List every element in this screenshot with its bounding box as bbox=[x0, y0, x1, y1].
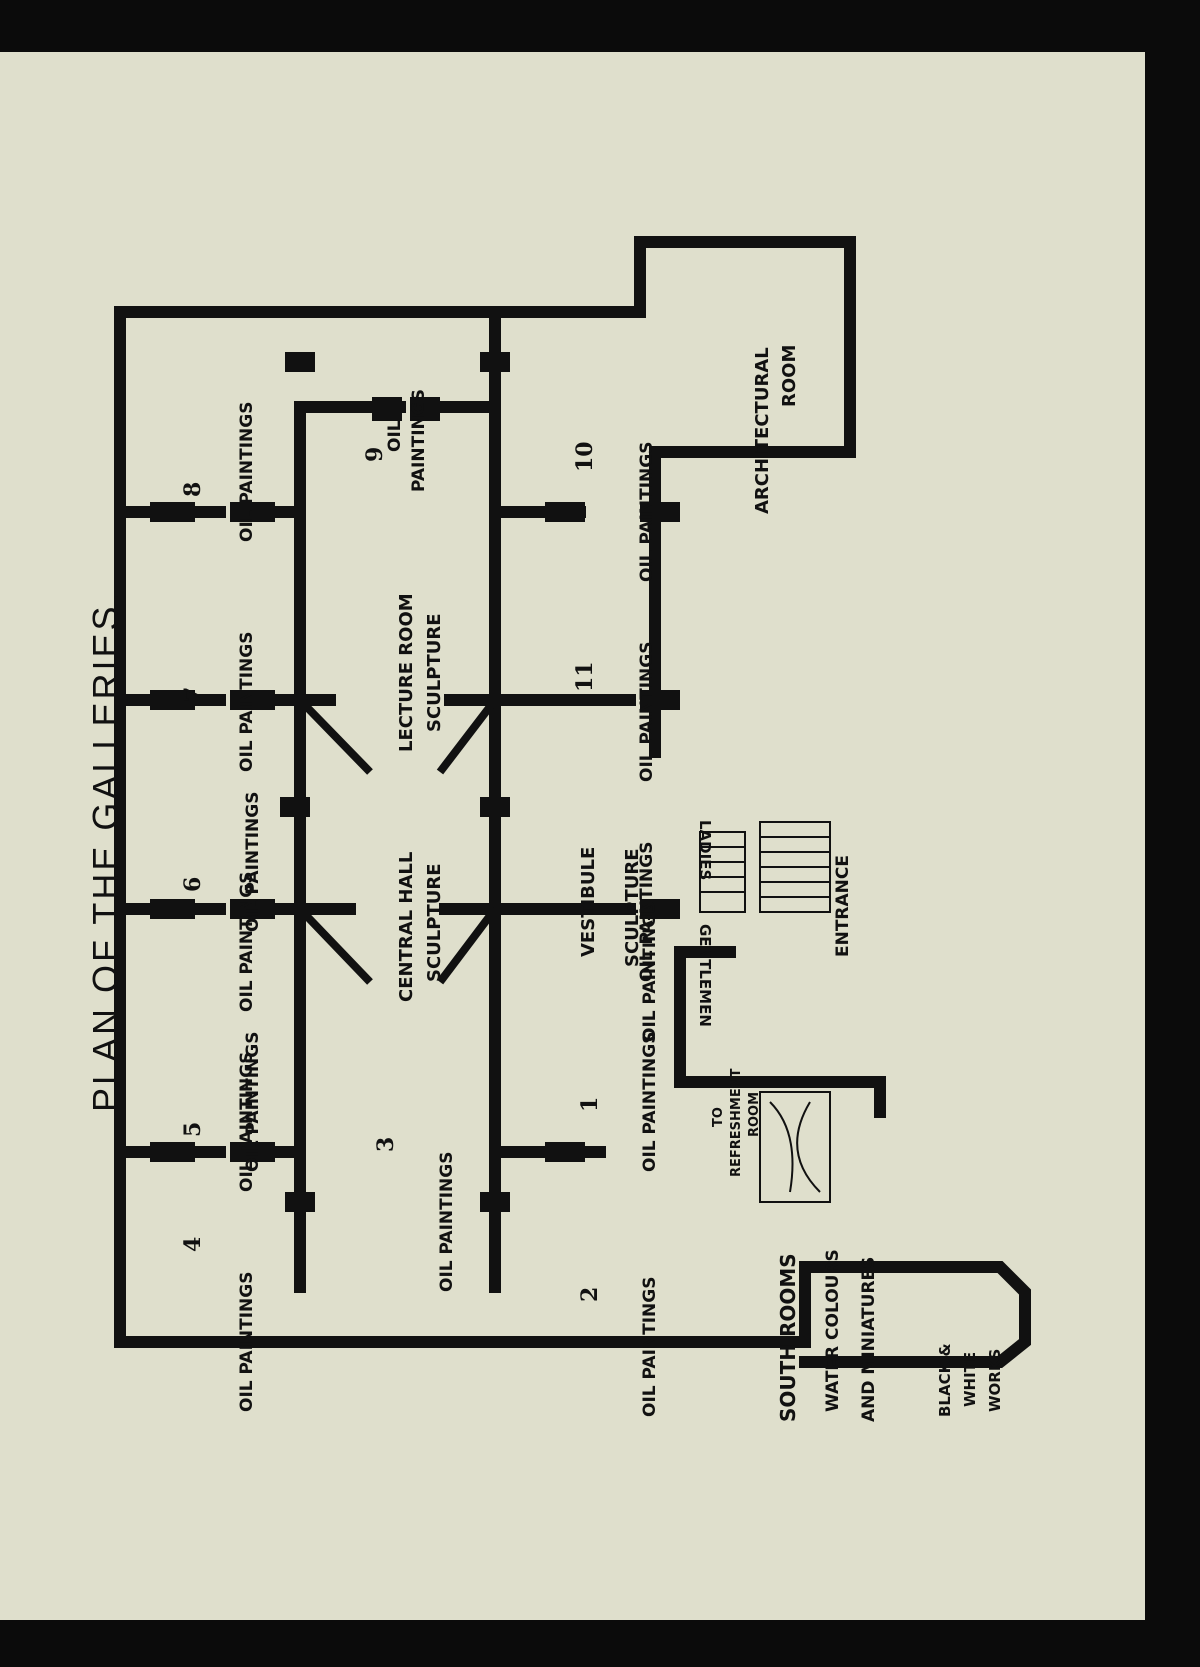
room-label-3: OIL PAINTINGS bbox=[437, 1152, 457, 1292]
architectural-room-room: ROOM bbox=[779, 345, 800, 407]
room-label-6: OIL PAINTINGS bbox=[237, 872, 257, 1012]
black-white-line2: WHITE bbox=[961, 1352, 979, 1407]
room-label-11: OIL PAINTINGS bbox=[637, 642, 657, 782]
room-numbers: 8 7 6 5 4 3 9 10 11 1 2 bbox=[180, 441, 603, 1302]
gallery-floor-plan: PLAN OF THE GALLERIES. 8 7 6 5 4 3 9 10 … bbox=[85, 236, 1031, 1422]
staircases bbox=[699, 821, 831, 1203]
lecture-room-label: LECTURE ROOM bbox=[396, 593, 417, 752]
refreshment-room: ROOM bbox=[747, 1092, 762, 1137]
water-colours-label: WATER COLOURS bbox=[823, 1249, 843, 1412]
entrance-label: ENTRANCE bbox=[833, 855, 853, 957]
south-rooms-label: SOUTH ROOMS bbox=[776, 1253, 800, 1422]
central-hall-sculpture: SCULPTURE bbox=[424, 863, 445, 982]
room-label-extra-3: OIL PAINTINGS bbox=[640, 902, 660, 1042]
room-number-9: 9 bbox=[362, 447, 388, 462]
room-number-8: 8 bbox=[180, 482, 206, 497]
gentlemen-label: GENTLEMEN bbox=[696, 924, 714, 1027]
room-number-5: 5 bbox=[180, 1122, 206, 1137]
black-white-line1: BLACK & bbox=[936, 1343, 954, 1417]
amenity-labels: LADIES GENTLEMEN ENTRANCE TO REFRESHMENT… bbox=[696, 820, 853, 1177]
room-number-2: 2 bbox=[577, 1287, 603, 1302]
south-rooms-labels: SOUTH ROOMS WATER COLOURS AND MINIATURES bbox=[776, 1249, 879, 1422]
room-number-1: 1 bbox=[577, 1097, 603, 1112]
refreshment-label: REFRESHMENT bbox=[729, 1068, 744, 1177]
room-number-10: 10 bbox=[572, 441, 598, 472]
hall-braces bbox=[297, 697, 499, 985]
room-labels: OIL PAINTINGS OIL PAINTINGS OIL PAINTING… bbox=[237, 389, 660, 1417]
plan-sheet: PLAN OF THE GALLERIES. 8 7 6 5 4 3 9 10 … bbox=[0, 52, 1145, 1620]
room-label-extra-4: OIL PAINTINGS bbox=[637, 842, 657, 982]
refreshment-to: TO bbox=[711, 1107, 726, 1127]
room-number-6: 6 bbox=[180, 877, 206, 892]
room-label-2: OIL PAINTINGS bbox=[640, 1277, 660, 1417]
room-label-9-line1: OIL bbox=[385, 420, 405, 452]
room-label-7: OIL PAINTINGS bbox=[237, 632, 257, 772]
room-label-9-line2: PAINTINGS bbox=[409, 389, 429, 492]
vestibule-sculpture: SCULPTURE bbox=[622, 848, 643, 967]
room-number-3: 3 bbox=[373, 1137, 399, 1152]
room-number-11: 11 bbox=[572, 661, 598, 692]
black-white-line3: WORKS bbox=[986, 1349, 1004, 1412]
room-number-7: 7 bbox=[180, 687, 206, 702]
lecture-room-sculpture: SCULPTURE bbox=[424, 613, 445, 732]
black-white-labels: BLACK & WHITE WORKS bbox=[936, 1343, 1004, 1417]
ladies-label: LADIES bbox=[696, 820, 714, 880]
room-label-extra-2: OIL PAINTINGS bbox=[243, 1032, 263, 1172]
room-label-extra-1: OIL PAINTINGS bbox=[243, 792, 263, 932]
room-label-1: OIL PAINTINGS bbox=[640, 1032, 660, 1172]
vestibule-label: VESTIBULE bbox=[578, 847, 599, 957]
miniatures-label: AND MINIATURES bbox=[859, 1257, 879, 1422]
central-hall-label: CENTRAL HALL bbox=[396, 852, 417, 1002]
architectural-room-label: ARCHITECTURAL bbox=[752, 347, 773, 514]
pillars bbox=[150, 352, 680, 1212]
room-label-10: OIL PAINTINGS bbox=[637, 442, 657, 582]
plan-title: PLAN OF THE GALLERIES. bbox=[85, 591, 126, 1112]
room-label-5: OIL PAINTINGS bbox=[237, 1052, 257, 1192]
room-number-4: 4 bbox=[180, 1237, 206, 1252]
room-label-8: OIL PAINTINGS bbox=[237, 402, 257, 542]
room-label-4: OIL PAINTINGS bbox=[237, 1272, 257, 1412]
hall-labels: CENTRAL HALL SCULPTURE LECTURE ROOM SCUL… bbox=[396, 345, 800, 1002]
